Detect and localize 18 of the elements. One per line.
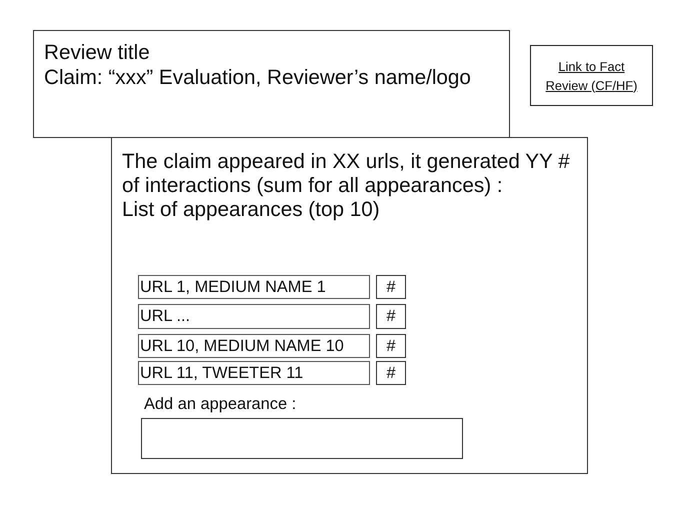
header-panel <box>33 30 510 138</box>
interaction-count-field: # <box>376 361 406 385</box>
interaction-count-field: # <box>376 334 406 358</box>
url-field: URL ... <box>138 304 370 329</box>
url-field: URL 1, MEDIUM NAME 1 <box>138 275 370 299</box>
url-field: URL 11, TWEETER 11 <box>138 361 370 385</box>
review-title: Review title <box>44 40 150 65</box>
appearances-panel <box>111 137 588 474</box>
url-field: URL 10, MEDIUM NAME 10 <box>138 334 370 358</box>
appearance-input-field <box>141 418 463 459</box>
list-heading: List of appearances (top 10) <box>122 198 380 222</box>
interaction-count-field: # <box>376 275 406 299</box>
link-card <box>530 45 653 106</box>
summary-text: The claim appeared in XX urls, it generated YY # of interactions (sum for all appearances) : <box>122 150 571 198</box>
interaction-count-field: # <box>376 304 406 329</box>
field-label: Add an appearance : <box>144 395 296 413</box>
claim-line: Claim: “xxx” Evaluation, Reviewer’s name/logo <box>44 65 471 90</box>
fact-review-link: Link to Fact Review (CF/HF) <box>544 58 638 94</box>
